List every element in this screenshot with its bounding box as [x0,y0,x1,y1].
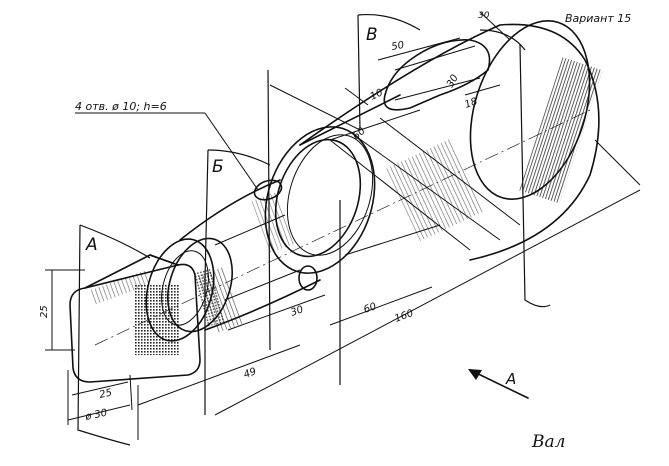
middle-cylinder [167,179,321,334]
hole-top [253,179,283,201]
section-plane-mid [267,69,341,385]
dim-d30: ø 30 [83,408,108,424]
holes-note: 4 отв. ø 10; h=6 [75,100,167,113]
dim-60: 60 [362,301,378,316]
section-plane-a [77,224,151,446]
view-arrow-label: А [505,370,516,388]
view-arrow [468,369,529,399]
square-end [69,254,201,383]
section-label-b: Б [212,157,224,177]
dim-50-top: 50 [391,40,405,53]
keyway-slot [383,39,491,111]
dim-25-left: 25 [39,305,50,318]
dim-30-mid: 30 [289,304,305,319]
large-cylinder [299,20,603,261]
hole-side [298,265,318,291]
dim-10-top: 10 [369,87,385,102]
dim-18: 18 [463,96,479,111]
section-plane-b [204,149,271,415]
dim-30-top: 30 [478,11,490,21]
part-name: Вал [531,432,565,452]
section-label-a: А [85,235,98,255]
dim-25-bottom: 25 [98,388,113,401]
section-plane-v [357,13,551,308]
dim-49: 49 [242,366,258,381]
section-label-v: В [366,25,378,45]
dimension-lines [45,11,641,440]
dim-160: 160 [393,308,415,325]
variant-label: Вариант 15 [565,12,631,25]
